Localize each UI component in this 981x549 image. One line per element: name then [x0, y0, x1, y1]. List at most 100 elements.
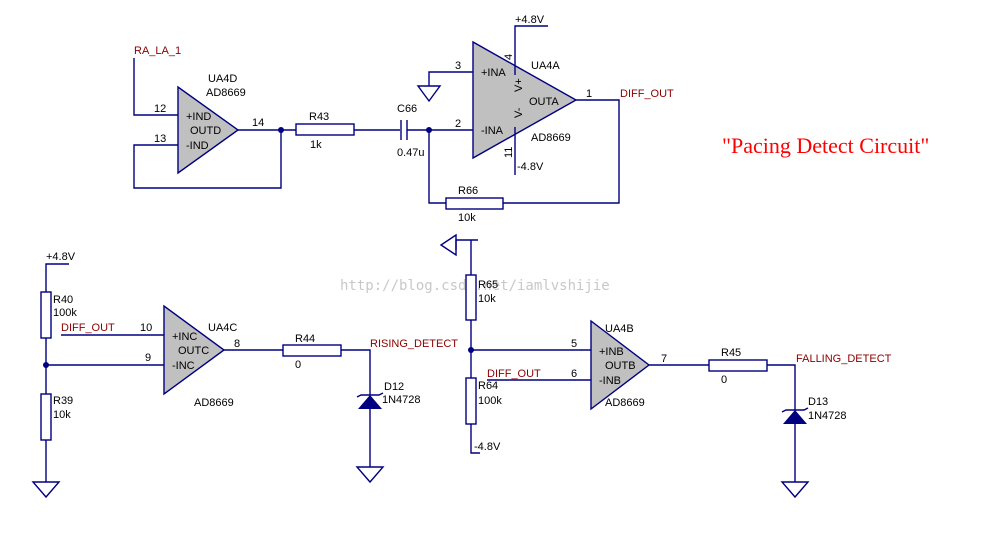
r45-value: 0 [721, 374, 727, 386]
wire-r40-vpos [45, 263, 69, 292]
ua4a-in-plus-label: +INA [481, 67, 506, 79]
ua4b-in-plus-label: +INB [599, 346, 624, 358]
ua4a-vminus-label: V- [513, 107, 525, 118]
wire-ua4a-out [503, 99, 620, 204]
ua4b-part: AD8669 [605, 397, 645, 409]
ua4a-vneg-label: -4.8V [517, 161, 544, 173]
ua4c-pin-plus: 10 [140, 322, 152, 334]
ua4d-in-minus-label: -IND [186, 140, 209, 152]
ground-icon-r65 [439, 233, 457, 257]
ground-icon-r39 [31, 481, 61, 499]
ua4b-in-minus-label: -INB [599, 375, 621, 387]
r40-value: 100k [53, 307, 77, 319]
r66-block: R66 10k [445, 185, 504, 224]
wire-ua4d-feedback [133, 130, 282, 189]
wire-ra-la [133, 58, 178, 116]
ua4d-block: RA_LA_1 +IND OUTD -IND UA4D AD8669 12 13… [133, 45, 296, 189]
ground-icon-d12 [355, 466, 385, 484]
resistor-r65 [465, 274, 477, 321]
ua4d-pin-plus: 12 [154, 103, 166, 115]
ua4c-ref: UA4C [208, 322, 237, 334]
ua4d-in-plus-label: +IND [186, 111, 211, 123]
wire-r44-d12 [341, 349, 371, 395]
resistor-r64 [465, 377, 477, 425]
r65-ref: R65 [478, 279, 498, 291]
opamp-ua4a [472, 40, 578, 160]
junction-ua4d-out [278, 127, 284, 133]
c66-block: C66 0.47u [397, 103, 473, 159]
ua4b-pin-plus: 5 [571, 338, 577, 350]
ua4c-part: AD8669 [194, 397, 234, 409]
net-label-falling: FALLING_DETECT [796, 353, 892, 365]
r39-ref: R39 [53, 395, 73, 407]
r64-value: 100k [478, 395, 502, 407]
ua4b-out-label: OUTB [605, 360, 636, 372]
divider-middle: R65 10k R64 100k -4.8V [439, 233, 502, 454]
r40-ref: R40 [53, 294, 73, 306]
r44-ref: R44 [295, 333, 315, 345]
r64-vneg-label: -4.8V [474, 441, 501, 453]
diode-d12 [358, 395, 382, 409]
ua4b-pin-minus: 6 [571, 368, 577, 380]
ua4c-pin-minus: 9 [145, 352, 151, 364]
net-label-diff-out-a: DIFF_OUT [620, 88, 674, 100]
ua4a-part: AD8669 [531, 132, 571, 144]
r66-ref: R66 [458, 185, 478, 197]
ua4a-ref: UA4A [531, 60, 560, 72]
ua4b-ref: UA4B [605, 323, 634, 335]
ua4d-pin-out: 14 [252, 117, 264, 129]
d12-part: 1N4728 [382, 394, 421, 406]
ua4c-in-minus-label: -INC [172, 360, 195, 372]
wire-r66-left [428, 130, 446, 204]
opamp-ua4b [590, 319, 651, 411]
d12-ref: D12 [384, 381, 404, 393]
ua4b-pin-out: 7 [661, 353, 667, 365]
ua4a-pin-v4: 4 [503, 54, 515, 60]
r66-value: 10k [458, 212, 476, 224]
resistor-r66 [445, 197, 504, 210]
diagram-title: "Pacing Detect Circuit" [722, 133, 929, 158]
wire-r64-vneg [470, 424, 480, 454]
net-label-diff-out-c: DIFF_OUT [61, 322, 115, 334]
r65-value: 10k [478, 293, 496, 305]
ua4c-out-label: OUTC [178, 345, 209, 357]
resistor-r40 [40, 291, 52, 339]
net-label-diff-out-b: DIFF_OUT [487, 368, 541, 380]
r45-d13-block: R45 0 FALLING_DETECT D13 1N4728 [708, 347, 892, 499]
ua4b-block: +INB OUTB -INB UA4B AD8669 5 6 7 DIFF_OU… [471, 319, 709, 411]
ua4a-block: +INA OUTA -INA V+ V- UA4A AD8669 3 2 1 4… [416, 14, 674, 204]
wire-r45-d13 [767, 364, 796, 410]
r43-ref: R43 [309, 111, 329, 123]
resistor-r39 [40, 393, 52, 441]
c66-value: 0.47u [397, 147, 425, 159]
ua4a-pin-v11: 11 [503, 147, 515, 158]
d13-part: 1N4728 [808, 410, 847, 422]
ua4a-vplus-label: V+ [513, 78, 525, 92]
r43-value: 1k [310, 139, 322, 151]
opamp-ua4d [177, 85, 240, 175]
ua4d-out-label: OUTD [190, 125, 221, 137]
ground-icon-ua4a [416, 85, 442, 103]
diode-d13 [783, 410, 807, 424]
ua4c-block: +INC OUTC -INC UA4C AD8669 10 9 8 DIFF_O… [46, 304, 283, 409]
wire-ua4a-vpos [514, 25, 548, 75]
ua4d-part: AD8669 [206, 87, 246, 99]
wire-ua4a-plus-gnd [428, 71, 473, 86]
ua4a-pin-minus: 2 [455, 118, 461, 130]
r40-vpos-label: +4.8V [46, 251, 76, 263]
c66-ref: C66 [397, 103, 417, 115]
d13-ref: D13 [808, 396, 828, 408]
resistor-r44 [282, 344, 342, 357]
divider-left: +4.8V R40 100k R39 10k [31, 251, 77, 499]
net-label-ra-la: RA_LA_1 [134, 45, 181, 57]
ua4a-vpos-label: +4.8V [515, 14, 545, 26]
r39-value: 10k [53, 409, 71, 421]
opamp-ua4c [163, 304, 226, 396]
ua4c-in-plus-label: +INC [172, 331, 197, 343]
ua4a-pin-out: 1 [586, 88, 592, 100]
r43-block: R43 1k [295, 111, 400, 151]
ua4a-pin-plus: 3 [455, 60, 461, 72]
resistor-r43 [295, 123, 355, 136]
r64-ref: R64 [478, 380, 498, 392]
